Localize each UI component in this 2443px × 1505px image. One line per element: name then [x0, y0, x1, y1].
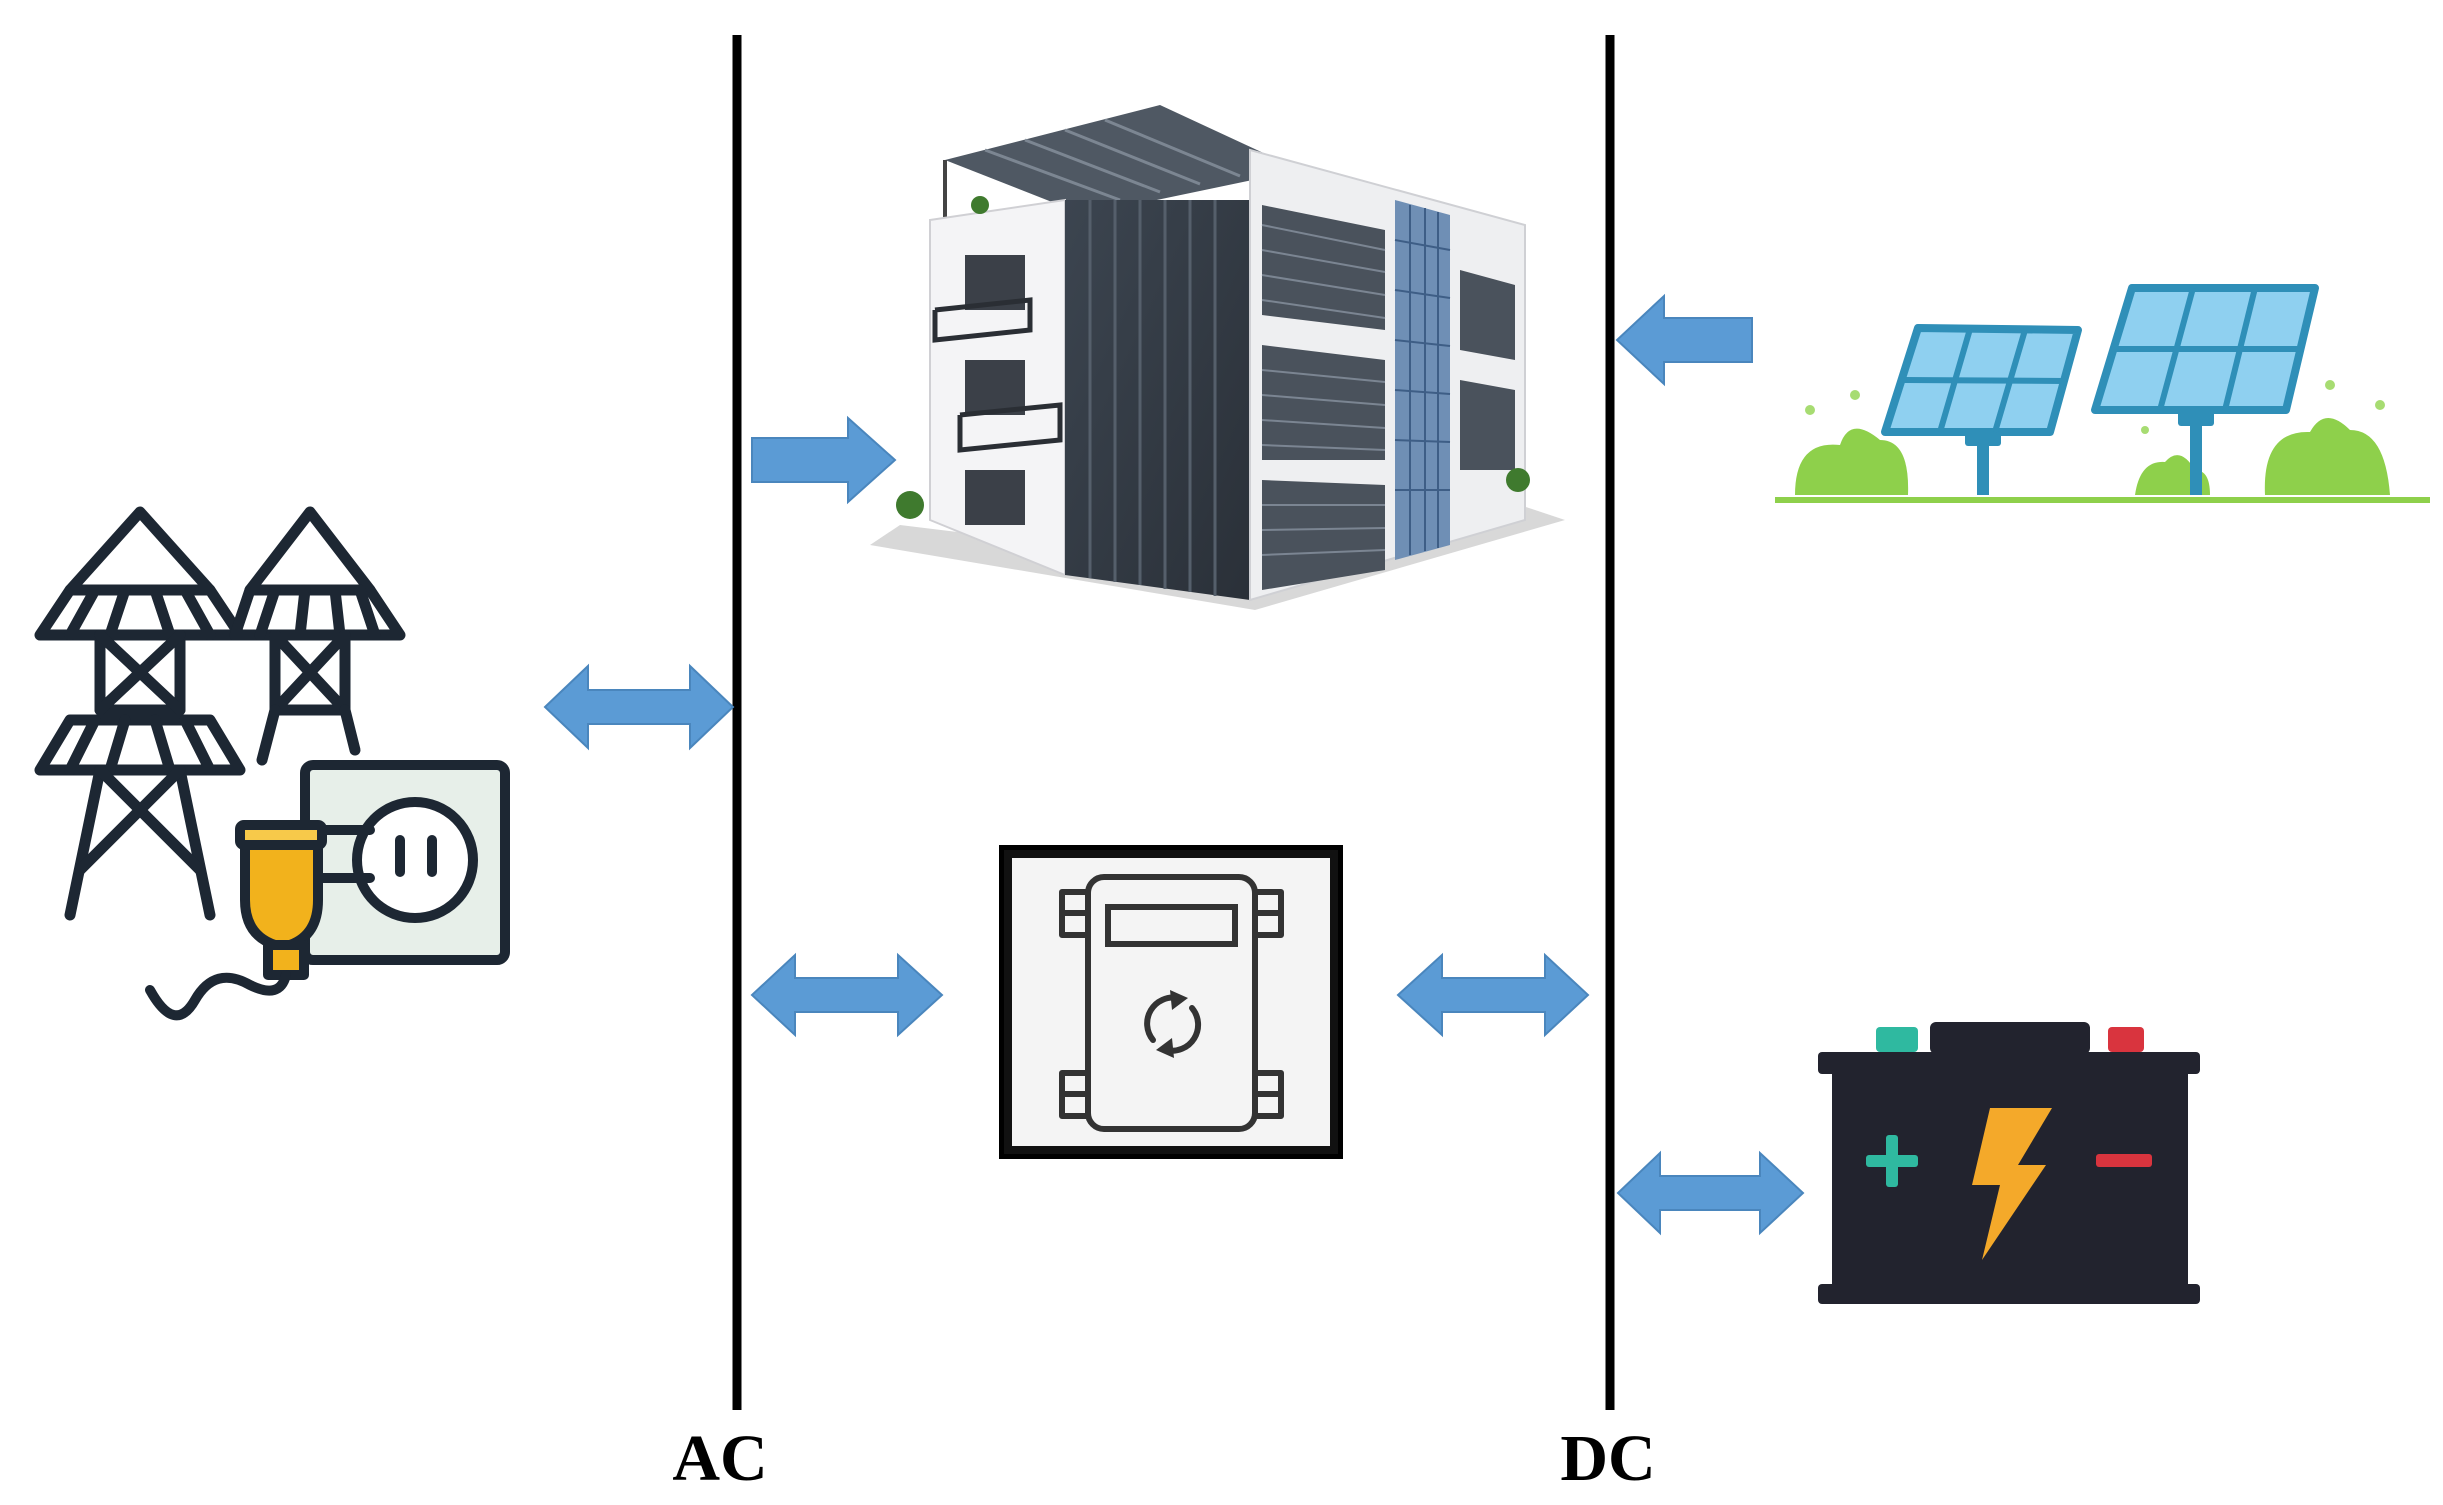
arrow-ac-converter — [750, 952, 944, 1038]
bidirectional-converter-icon — [999, 845, 1343, 1159]
arrow-grid-ac — [543, 663, 735, 751]
arrow-converter-dc — [1396, 952, 1590, 1038]
building-icon — [870, 105, 1565, 610]
ac-bus-label: AC — [672, 1422, 767, 1495]
power-grid-icon — [34, 506, 406, 921]
dc-bus-label: DC — [1560, 1422, 1655, 1495]
battery-icon — [1818, 1022, 2200, 1304]
arrow-ac-building — [751, 415, 897, 505]
plug-icon — [145, 820, 375, 1021]
solar-panel-icon — [1775, 284, 2430, 503]
power-socket-icon — [300, 760, 510, 965]
arrow-pv-dc — [1615, 293, 1753, 387]
arrow-dc-battery — [1616, 1150, 1805, 1236]
